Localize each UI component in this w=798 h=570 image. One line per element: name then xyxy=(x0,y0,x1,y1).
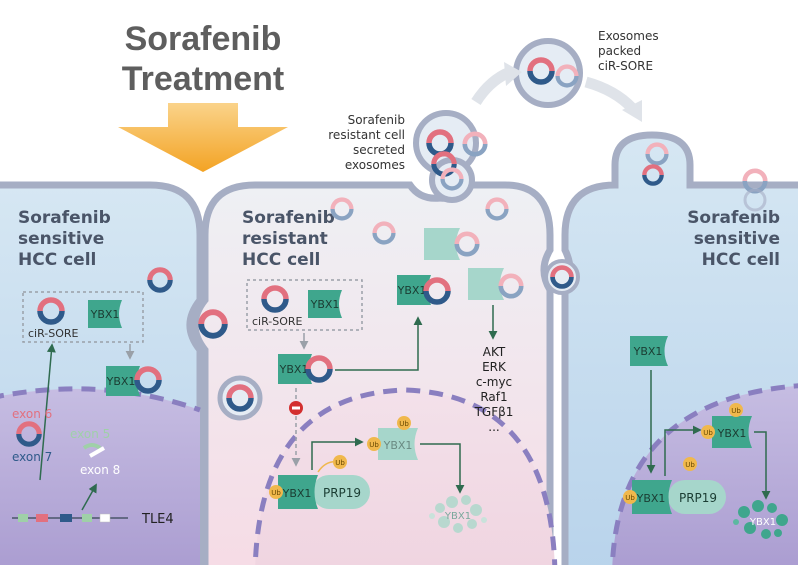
middle-cell xyxy=(191,181,558,570)
left-cell-label-line: Sorafenib xyxy=(18,208,111,228)
prp19-label: PRP19 xyxy=(679,491,717,505)
ub-label: Ub xyxy=(625,494,635,502)
exosome-packed-label: Exosomes packed ciR-SORE xyxy=(598,29,659,73)
pathway-label: AKT xyxy=(483,345,506,359)
ub-tag xyxy=(269,485,283,499)
prp19-protein xyxy=(668,480,726,514)
exosome-label-line: Exosomes xyxy=(598,29,659,43)
degraded-ybx1: YBX1 xyxy=(733,500,788,539)
tle4-gene: TLE4 xyxy=(12,512,174,527)
floating-exosome xyxy=(513,38,583,108)
downstream-pathways: AKT ERK c-myc Raf1 TGFβ1 ... xyxy=(474,345,514,434)
ybx1-label: YBX1 xyxy=(636,492,666,505)
ub-tag xyxy=(397,416,411,430)
ub-label: Ub xyxy=(703,429,713,437)
ybx1-label: YBX1 xyxy=(282,487,312,500)
ybx1-label: YBX1 xyxy=(106,375,136,388)
prp19-protein xyxy=(312,475,370,509)
right-cell-label-line: sensitive xyxy=(694,229,780,249)
exon7-label: exon 7 xyxy=(12,450,52,464)
ub-label: Ub xyxy=(399,420,409,428)
secreted-label-line: resistant cell xyxy=(328,128,405,142)
right-cell-label-line: Sorafenib xyxy=(687,208,780,228)
ybx1-label: YBX1 xyxy=(279,363,309,376)
ybx1-protein xyxy=(397,275,431,305)
ub-tag xyxy=(623,490,637,504)
exon6-label: exon 6 xyxy=(12,407,52,421)
ub-tag xyxy=(683,457,697,471)
secreted-label-line: secreted xyxy=(353,143,405,157)
pathway-label: Raf1 xyxy=(480,390,507,404)
cirsore-label: ciR-SORE xyxy=(28,327,79,340)
left-complex-box xyxy=(22,291,144,343)
secreted-label-line: exosomes xyxy=(345,158,405,172)
exosome-label-line: packed xyxy=(598,44,641,58)
treatment-arrow xyxy=(118,103,288,172)
budding-exosomes xyxy=(413,110,485,203)
ybx1-protein xyxy=(106,366,140,396)
ybx1-ubiquitinated xyxy=(712,416,752,448)
ybx1-protein xyxy=(630,336,668,366)
left-cell-label-line: HCC cell xyxy=(18,250,96,270)
tle4-label: TLE4 xyxy=(141,512,174,527)
ub-label: Ub xyxy=(685,461,695,469)
right-cell-label: Sorafenib sensitive HCC cell xyxy=(687,208,780,270)
prp19-label: PRP19 xyxy=(323,486,361,500)
ybx1-faded-protein xyxy=(424,228,460,260)
exosome-label-line: ciR-SORE xyxy=(598,59,653,73)
ybx1-label: YBX1 xyxy=(633,345,663,358)
ybx1-protein xyxy=(308,290,342,318)
middle-nucleus xyxy=(255,390,555,570)
uptake-arrow-down xyxy=(584,76,636,112)
ybx1-protein xyxy=(632,480,672,514)
ybx1-label: YBX1 xyxy=(90,308,120,321)
ub-tag xyxy=(333,455,347,469)
pathway-label: TGFβ1 xyxy=(474,405,514,419)
ub-label: Ub xyxy=(731,407,741,415)
ub-label: Ub xyxy=(369,441,379,449)
middle-cell-label-line: resistant xyxy=(242,229,328,249)
ybx1-protein xyxy=(278,354,312,384)
exon8-label: exon 8 xyxy=(80,463,120,477)
right-cell-label-line: HCC cell xyxy=(702,250,780,270)
ybx1-label: YBX1 xyxy=(717,427,747,440)
middle-complex-box xyxy=(246,279,363,331)
middle-cell-label-line: HCC cell xyxy=(242,250,320,270)
ybx1-label: YBX1 xyxy=(383,439,413,452)
exon5-label: exon 5 xyxy=(70,427,110,441)
left-cell-label: Sorafenib sensitive HCC cell xyxy=(18,208,111,270)
ybx1-label: YBX1 xyxy=(749,517,776,528)
cirsore-label: ciR-SORE xyxy=(252,315,303,328)
secretion-arrow-up xyxy=(471,66,513,106)
middle-cell-label: Sorafenib resistant HCC cell xyxy=(242,208,335,270)
ub-tag xyxy=(729,403,743,417)
ybx1-ubiquitinated xyxy=(378,428,418,460)
title-line2: Treatment xyxy=(122,60,285,98)
ybx1-protein xyxy=(278,475,318,509)
left-cell-label-line: sensitive xyxy=(18,229,104,249)
pathway-label: ... xyxy=(488,420,499,434)
pathway-label: c-myc xyxy=(476,375,512,389)
ybx1-faded-protein xyxy=(468,268,504,300)
pathway-label: ERK xyxy=(482,360,507,374)
ybx1-protein xyxy=(88,300,122,328)
ybx1-label: YBX1 xyxy=(397,284,427,297)
ybx1-label: YBX1 xyxy=(444,511,471,522)
ub-tag xyxy=(701,425,715,439)
left-nucleus xyxy=(0,388,200,570)
middle-cell-label-line: Sorafenib xyxy=(242,208,335,228)
ub-tag xyxy=(367,437,381,451)
ybx1-label: YBX1 xyxy=(310,298,340,311)
secreted-exosome-label: Sorafenib resistant cell secreted exosom… xyxy=(328,113,405,172)
degraded-ybx1: YBX1 xyxy=(429,495,487,533)
title-line1: Sorafenib xyxy=(125,20,282,58)
ub-label: Ub xyxy=(335,459,345,467)
secreted-label-line: Sorafenib xyxy=(348,113,405,127)
ub-label: Ub xyxy=(271,489,281,497)
